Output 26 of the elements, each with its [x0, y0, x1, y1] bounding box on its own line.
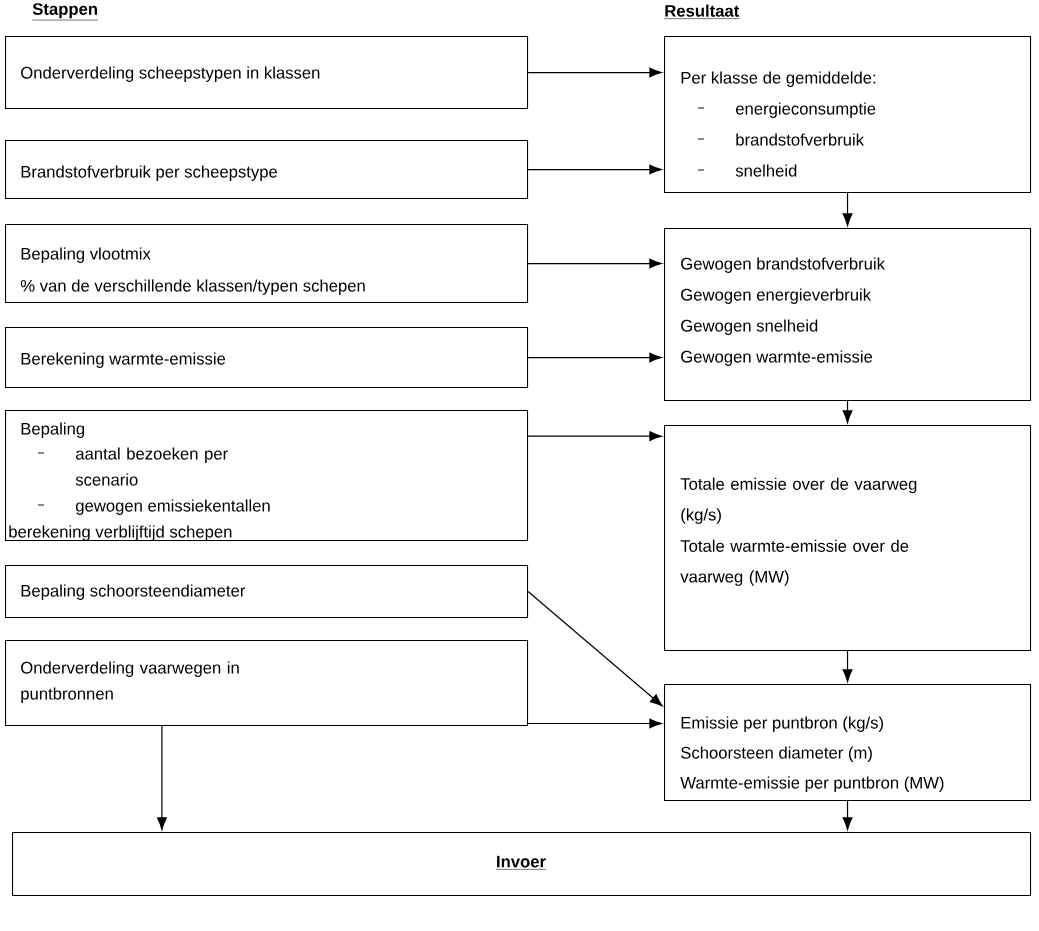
arrow: [842, 650, 853, 683]
column-heading: Stappen: [32, 3, 99, 21]
step-box: Onderverdeling scheepstypen in klassen: [5, 36, 529, 110]
arrow: [527, 718, 663, 729]
result-box: Per klasse de gemiddelde: energieconsumptie brandstofverbruik snelheid: [664, 36, 1032, 194]
input-box: Invoer: [12, 832, 1032, 897]
arrow: [527, 352, 663, 363]
arrow: [527, 164, 663, 175]
result-box: Emissie per puntbron (kg/s) Schoorsteen diameter (m) Warmte-emissie per puntbron (MW): [664, 684, 1032, 802]
step-box: Bepaling schoorsteendiameter: [5, 565, 529, 619]
result-box: Totale emissie over de vaarweg (kg/s) Totale warmte-emissie over de vaarweg (MW): [664, 425, 1032, 652]
step-box: Berekening warmte-emissie: [5, 327, 529, 389]
arrow: [527, 67, 663, 78]
arrow: [842, 800, 853, 831]
result-box: Gewogen brandstofverbruik Gewogen energieverbruik Gewogen snelheid Gewogen warmte-emissie: [664, 228, 1032, 402]
arrow: [842, 400, 853, 424]
step-box: Bepaling vlootmix % van de verschillende klassen/typen schepen: [5, 224, 529, 304]
arrow: [157, 725, 167, 831]
arrow: [527, 258, 663, 269]
arrow: [527, 431, 663, 442]
column-heading: Resultaat: [664, 4, 740, 19]
arrow: [527, 590, 663, 707]
step-box: Brandstofverbruik per scheepstype: [5, 140, 529, 200]
arrow: [842, 192, 853, 227]
step-box: Bepaling aantal bezoeken per scenario gewogen emissiekentallen berekening verblijftijd schepen: [5, 410, 529, 542]
step-box: Onderverdeling vaarwegen in puntbronnen: [5, 640, 529, 727]
